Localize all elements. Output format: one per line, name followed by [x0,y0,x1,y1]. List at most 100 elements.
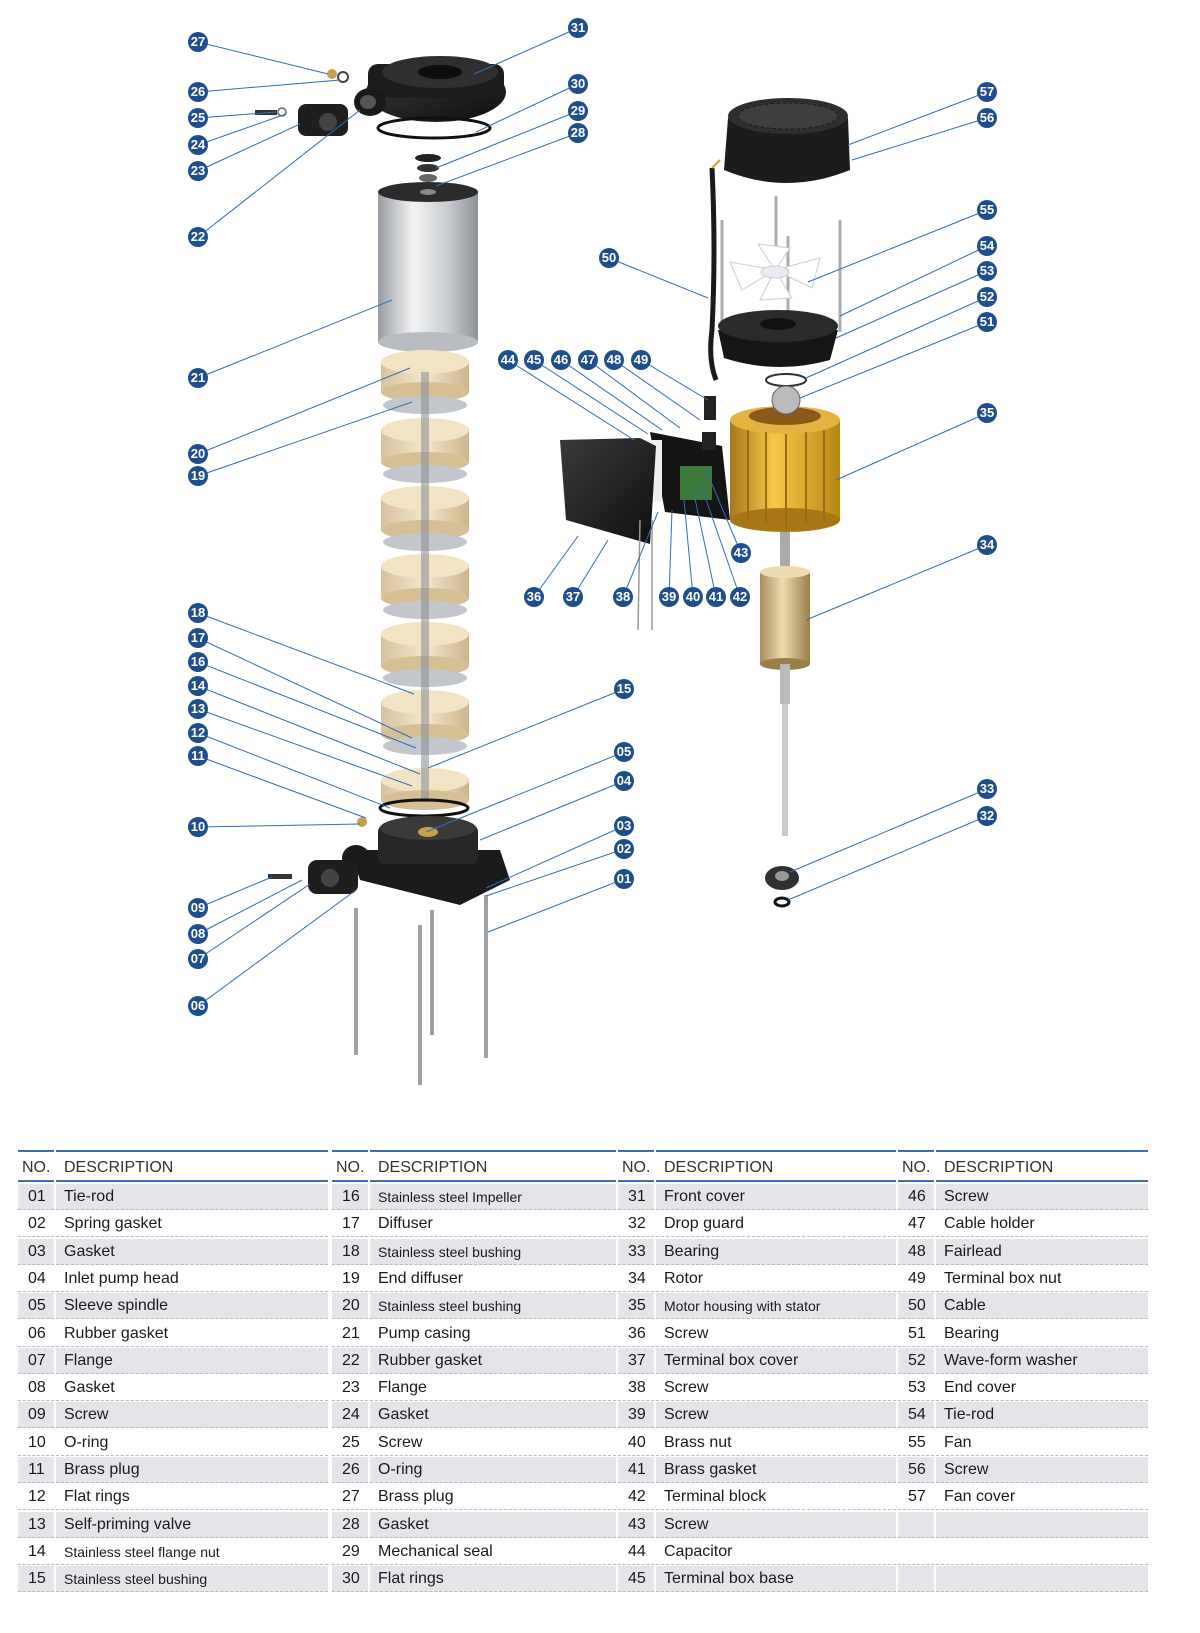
part-number: 21 [332,1321,368,1347]
inlet-pump-head-part [342,816,510,905]
callout-05: 05 [614,742,634,762]
callout-34: 34 [977,535,997,555]
part-description: Cable [936,1293,1148,1320]
part-description: Wave-form washer [936,1347,1148,1374]
callout-41-text: 41 [709,589,723,604]
callout-05-text: 05 [617,744,631,759]
part-number: 37 [618,1347,654,1374]
callout-23: 23 [188,161,208,181]
callout-50: 50 [599,248,619,268]
callout-19: 19 [188,466,208,486]
part-number: 24 [332,1402,368,1429]
callout-51: 51 [977,312,997,332]
callout-03: 03 [614,816,634,836]
callout-13-text: 13 [191,701,205,716]
part-number: 56 [898,1457,934,1483]
callout-badges: 27 26 25 24 23 22 21 20 19 18 17 16 14 1… [188,18,997,1016]
part-number: 38 [618,1375,654,1402]
callout-13: 13 [188,699,208,719]
callout-12-text: 12 [191,725,205,740]
part-description [936,1511,1148,1538]
pump-stack [255,56,510,1085]
callout-04-text: 04 [617,773,632,788]
callout-14-text: 14 [191,678,206,693]
part-number: 15 [18,1566,54,1593]
part-description: O-ring [56,1430,328,1456]
pump-casing-part [378,182,478,352]
callout-45: 45 [524,350,544,370]
callout-10: 10 [188,817,208,837]
exploded-pump-diagram: 27 26 25 24 23 22 21 20 19 18 17 16 14 1… [188,18,997,1085]
callout-40: 40 [683,587,703,607]
header-description: DESCRIPTION [56,1150,328,1182]
callout-57-text: 57 [980,84,994,99]
callout-23-text: 23 [191,163,205,178]
part-description: End cover [936,1375,1148,1402]
part-number: 12 [18,1484,54,1511]
part-description: Gasket [370,1402,616,1429]
part-description: Brass plug [370,1484,616,1511]
callout-43-text: 43 [734,545,748,560]
part-number: 40 [618,1430,654,1456]
part-number [898,1539,934,1565]
callout-49: 49 [631,350,651,370]
callout-30-text: 30 [571,76,585,91]
callout-08: 08 [188,924,208,944]
part-description: Terminal box base [656,1566,896,1593]
rotor-part [760,532,810,836]
callout-04: 04 [614,771,634,791]
part-description: Fairlead [936,1238,1148,1265]
part-number: 33 [618,1238,654,1265]
callout-01-text: 01 [617,871,631,886]
part-description: Terminal box nut [936,1266,1148,1292]
part-number: 39 [618,1402,654,1429]
callout-25: 25 [188,108,208,128]
callout-18: 18 [188,603,208,623]
part-description: Screw [936,1457,1148,1483]
callout-56-text: 56 [980,110,994,125]
header-no: NO. [618,1150,654,1182]
callout-21-text: 21 [191,370,205,385]
end-cover-part [718,310,838,368]
callout-57: 57 [977,82,997,102]
callout-46-text: 46 [554,352,568,367]
callout-11: 11 [188,746,208,766]
part-number: 17 [332,1211,368,1238]
part-description: Stainless steel bushing [56,1566,328,1593]
part-description: Fan [936,1430,1148,1456]
part-description: Capacitor [656,1539,896,1565]
part-description: Pump casing [370,1321,616,1347]
part-number: 03 [18,1238,54,1265]
part-description: Rubber gasket [56,1321,328,1347]
part-description: Sleeve spindle [56,1293,328,1320]
part-number: 04 [18,1266,54,1292]
callout-06-text: 06 [191,998,205,1013]
callout-09: 09 [188,898,208,918]
part-description: Stainless steel bushing [370,1238,616,1265]
callout-32-text: 32 [980,808,994,823]
callout-44-text: 44 [501,352,516,367]
callout-38: 38 [613,587,633,607]
part-number: 20 [332,1293,368,1320]
part-number: 27 [332,1484,368,1511]
part-description: Inlet pump head [56,1266,328,1292]
callout-10-text: 10 [191,819,205,834]
part-number: 45 [618,1566,654,1593]
part-description: Rotor [656,1266,896,1292]
callout-22-text: 22 [191,229,205,244]
leader-lines [197,27,988,1007]
part-description: Diffuser [370,1211,616,1238]
part-number: 28 [332,1511,368,1538]
header-no: NO. [332,1150,368,1182]
callout-37-text: 37 [566,589,580,604]
callout-52: 52 [977,287,997,307]
fan-part [729,243,821,301]
callout-26-text: 26 [191,84,205,99]
callout-50-text: 50 [602,250,616,265]
part-description: Flange [370,1375,616,1402]
callout-40-text: 40 [686,589,700,604]
part-number: 26 [332,1457,368,1483]
callout-53-text: 53 [980,263,994,278]
part-description: Flat rings [56,1484,328,1511]
part-number: 49 [898,1266,934,1292]
